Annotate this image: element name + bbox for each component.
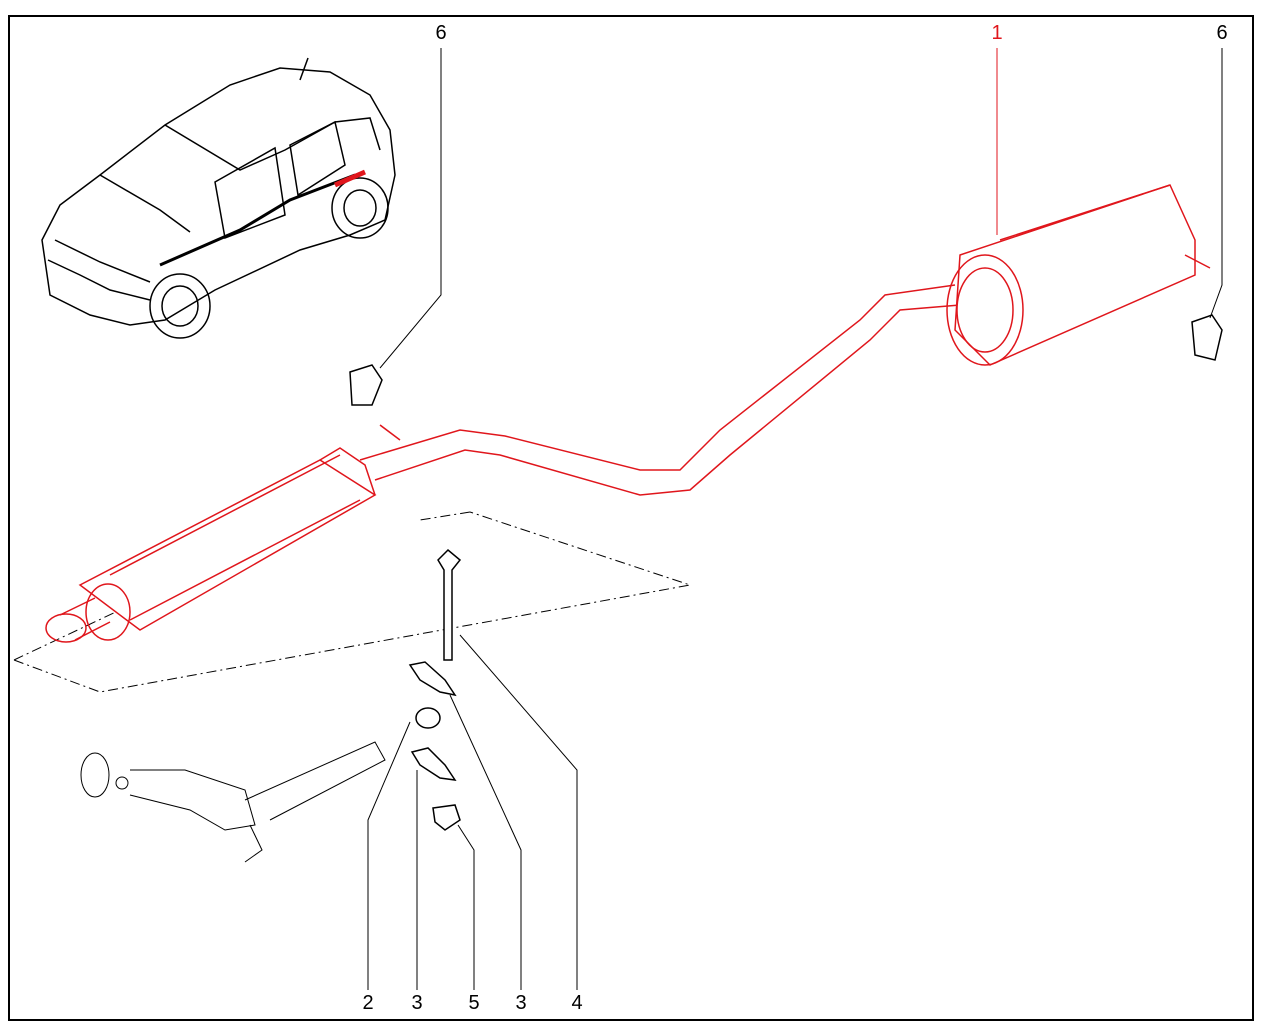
rubber-mount-right bbox=[1191, 314, 1223, 361]
clamp-lower bbox=[410, 747, 457, 781]
clamp-upper bbox=[408, 661, 457, 697]
callout-4: 4 bbox=[571, 992, 583, 1014]
callout-6-left: 6 bbox=[435, 22, 447, 44]
callout-1: 1 bbox=[991, 22, 1003, 44]
callout-2: 2 bbox=[362, 992, 374, 1014]
exhaust-pipe-assembly bbox=[45, 184, 1211, 643]
nut bbox=[432, 804, 461, 831]
small-parts bbox=[349, 314, 1223, 831]
diagram-frame bbox=[8, 15, 1254, 1021]
catalyst-downpipe bbox=[80, 741, 386, 863]
callout-3b: 3 bbox=[515, 992, 527, 1014]
callout-6-right: 6 bbox=[1216, 22, 1228, 44]
callout-3a: 3 bbox=[411, 992, 423, 1014]
washer bbox=[415, 707, 441, 729]
bolt bbox=[437, 548, 462, 661]
leader-lines bbox=[367, 48, 1223, 990]
callout-5: 5 bbox=[468, 992, 480, 1014]
car-illustration bbox=[41, 57, 396, 339]
dashed-outline bbox=[13, 511, 691, 693]
rubber-mount-left bbox=[349, 364, 383, 406]
